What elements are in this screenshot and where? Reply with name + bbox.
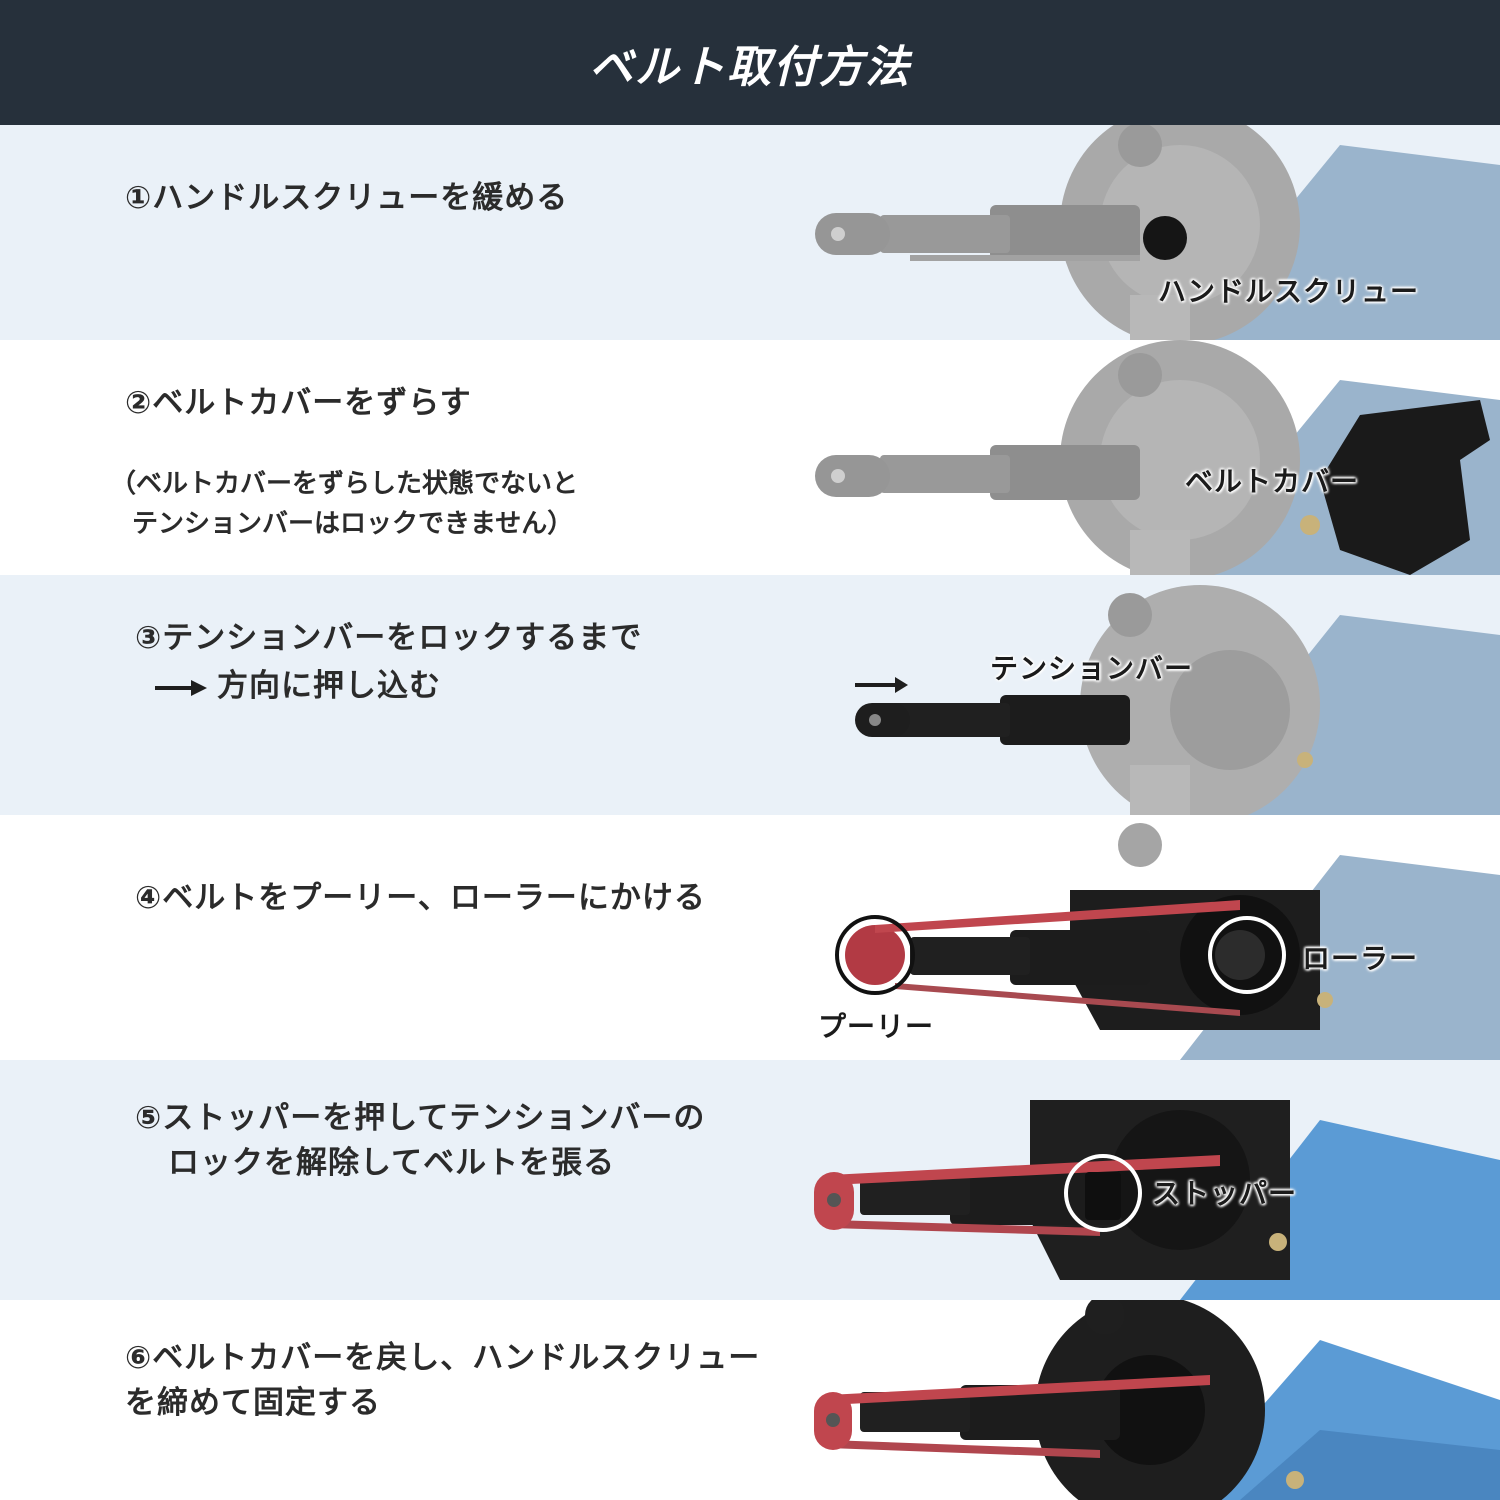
step-6-text-line1: ⑥ベルトカバーを戻し、ハンドルスクリュー [125,1340,761,1376]
step-4-tool-image [835,823,1500,1060]
step-3-text-line2: 方向に押し込む [155,663,441,709]
roller-label: ローラー [1302,942,1419,975]
step-6-text-line2: を締めて固定する [125,1385,381,1421]
stopper-label: ストッパー [1152,1177,1298,1210]
step-1: ①ハンドルスクリューを緩める ハンドルスクリュー [0,125,1500,340]
arrow-right-icon [155,679,207,696]
step-2-note-line2: テンションバーはロックできません） [132,509,574,539]
roller-highlight-circle [1208,916,1286,994]
belt-bottom [895,983,1240,1016]
step-2-tool-image [815,340,1500,575]
handle-screw-knob [1143,216,1187,260]
step-1-tool-image [815,125,1500,340]
step-3-tool-image [855,585,1500,815]
step-4: ④ベルトをプーリー、ローラーにかける ローラー プーリー [0,815,1500,1060]
step-4-text: ④ベルトをプーリー、ローラーにかける [135,880,706,916]
belt-cover-label: ベルトカバー [1185,465,1360,498]
step-5-text-line1: ⑤ストッパーを押してテンションバーの [135,1100,706,1136]
step-2-text: ②ベルトカバーをずらす [125,385,472,421]
step-3-text-line1: ③テンションバーをロックするまで [135,620,643,656]
step-6: ⑥ベルトカバーを戻し、ハンドルスクリュー を締めて固定する [0,1300,1500,1500]
step-3: ③テンションバーをロックするまで 方向に押し込む テンションバー [0,575,1500,815]
belt-top [875,900,1240,933]
tension-bar-block [1000,695,1130,745]
belt-cover-shape [1320,400,1490,575]
title-banner: ベルト取付方法 [0,0,1500,125]
step-5-tool-image [814,1100,1500,1300]
step-2: ②ベルトカバーをずらす （ベルトカバーをずらした状態でないと テンションバーはロ… [0,340,1500,575]
step-1-text: ①ハンドルスクリューを緩める [125,180,569,216]
step-5-text-line2: ロックを解除してベルトを張る [168,1145,616,1181]
step-5: ⑤ストッパーを押してテンションバーの ロックを解除してベルトを張る ストッパー [0,1060,1500,1300]
push-direction-arrow-icon [855,677,908,693]
page-title: ベルト取付方法 [589,41,911,93]
pulley-label: プーリー [818,1010,935,1043]
tension-bar-label: テンションバー [990,652,1194,685]
pulley-highlight-circle [835,915,915,995]
step-2-note-line1: （ベルトカバーをずらした状態でないと [110,469,579,499]
handle-screw-label: ハンドルスクリュー [1158,275,1420,308]
stopper-highlight-circle [1064,1154,1142,1232]
step-6-tool-image [814,1300,1500,1500]
